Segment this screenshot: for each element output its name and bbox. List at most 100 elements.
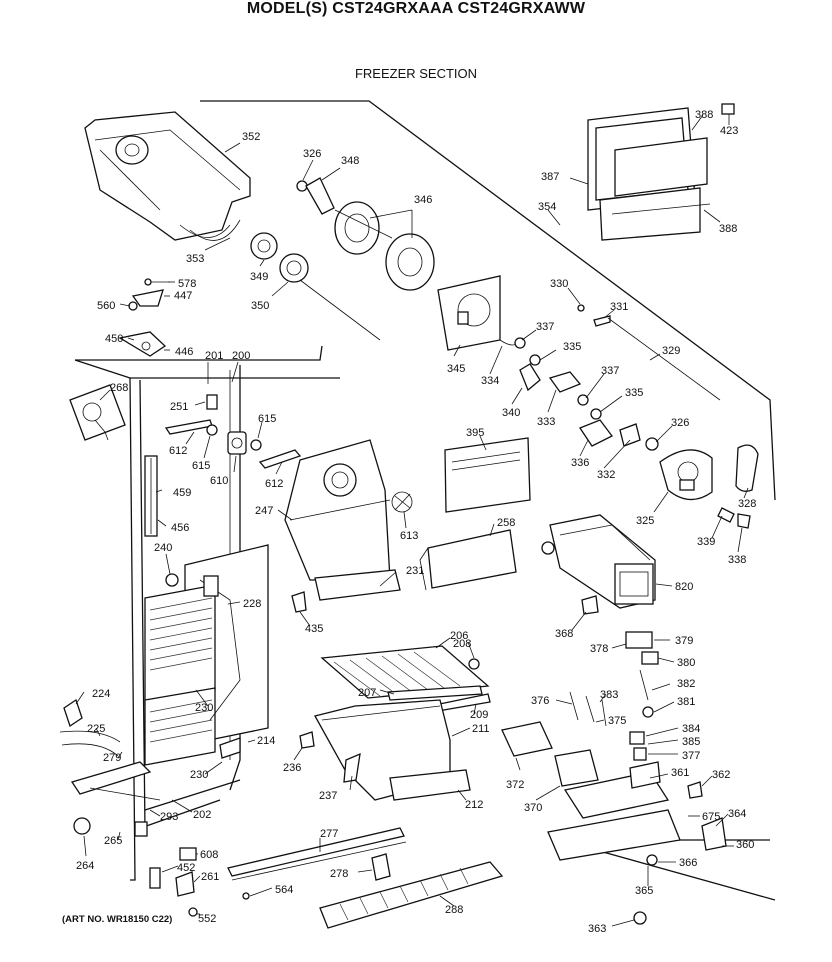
freezer-liner bbox=[74, 345, 340, 881]
door-assembly-387 bbox=[587, 103, 735, 241]
dispenser-mechanism bbox=[499, 304, 759, 529]
label-376: 376 bbox=[531, 695, 549, 707]
label-377: 377 bbox=[682, 750, 700, 762]
label-372: 372 bbox=[506, 779, 524, 791]
label-337a: 337 bbox=[536, 321, 554, 333]
label-288: 288 bbox=[445, 904, 463, 916]
label-450: 450 bbox=[105, 333, 123, 345]
label-820: 820 bbox=[675, 581, 693, 593]
freezer-basket-211 bbox=[299, 699, 471, 801]
lower-left-parts bbox=[59, 698, 198, 917]
label-349: 349 bbox=[250, 271, 268, 283]
label-209: 209 bbox=[470, 709, 488, 721]
label-230a: 230 bbox=[195, 702, 213, 714]
art-number: (ART NO. WR18150 C22) bbox=[62, 914, 173, 925]
label-339: 339 bbox=[697, 536, 715, 548]
label-446: 446 bbox=[175, 346, 193, 358]
label-578: 578 bbox=[178, 278, 196, 290]
label-334: 334 bbox=[481, 375, 499, 387]
label-384: 384 bbox=[682, 723, 700, 735]
label-236: 236 bbox=[283, 762, 301, 774]
light-assembly-268 bbox=[69, 384, 126, 441]
label-395: 395 bbox=[466, 427, 484, 439]
label-375: 375 bbox=[608, 715, 626, 727]
label-552: 552 bbox=[198, 913, 216, 925]
label-362: 362 bbox=[712, 769, 730, 781]
label-388b: 388 bbox=[719, 223, 737, 235]
label-225: 225 bbox=[87, 723, 105, 735]
fan-shroud-247 bbox=[284, 439, 413, 613]
label-612b: 612 bbox=[265, 478, 283, 490]
label-380: 380 bbox=[677, 657, 695, 669]
label-258: 258 bbox=[497, 517, 515, 529]
label-365: 365 bbox=[635, 885, 653, 897]
label-201: 201 bbox=[205, 350, 223, 362]
label-207: 207 bbox=[358, 687, 376, 699]
model-title: MODEL(S) CST24GRXAAA CST24GRXAWW bbox=[246, 0, 586, 17]
label-330: 330 bbox=[550, 278, 568, 290]
label-613: 613 bbox=[400, 530, 418, 542]
label-459: 459 bbox=[173, 487, 191, 499]
label-385: 385 bbox=[682, 736, 700, 748]
label-381: 381 bbox=[677, 696, 695, 708]
label-383: 383 bbox=[600, 689, 618, 701]
freezer-shelf-206 bbox=[320, 645, 491, 713]
label-564: 564 bbox=[275, 884, 293, 896]
label-335b: 335 bbox=[625, 387, 643, 399]
bracket-parts-447 bbox=[118, 278, 170, 357]
label-224: 224 bbox=[92, 688, 110, 700]
label-348: 348 bbox=[341, 155, 359, 167]
label-378: 378 bbox=[590, 643, 608, 655]
label-361: 361 bbox=[671, 767, 689, 779]
label-278: 278 bbox=[330, 868, 348, 880]
label-363: 363 bbox=[588, 923, 606, 935]
label-608: 608 bbox=[200, 849, 218, 861]
label-208: 208 bbox=[453, 638, 471, 650]
label-353: 353 bbox=[186, 253, 204, 265]
label-366: 366 bbox=[679, 857, 697, 869]
label-325: 325 bbox=[636, 515, 654, 527]
label-268: 268 bbox=[110, 382, 128, 394]
label-560: 560 bbox=[97, 300, 115, 312]
label-332: 332 bbox=[597, 469, 615, 481]
label-240: 240 bbox=[154, 542, 172, 554]
label-277: 277 bbox=[320, 828, 338, 840]
label-364: 364 bbox=[728, 808, 746, 820]
label-423: 423 bbox=[720, 125, 738, 137]
ice-bucket-352 bbox=[84, 111, 251, 241]
label-350: 350 bbox=[251, 300, 269, 312]
label-615a: 615 bbox=[258, 413, 276, 425]
label-230b: 230 bbox=[190, 769, 208, 781]
label-337b: 337 bbox=[601, 365, 619, 377]
label-237: 237 bbox=[319, 790, 337, 802]
dispenser-switches bbox=[569, 631, 659, 761]
label-231: 231 bbox=[406, 565, 424, 577]
label-264: 264 bbox=[76, 860, 94, 872]
label-354: 354 bbox=[538, 201, 556, 213]
label-675: 675 bbox=[702, 811, 720, 823]
label-261: 261 bbox=[201, 871, 219, 883]
label-247: 247 bbox=[255, 505, 273, 517]
label-360: 360 bbox=[736, 839, 754, 851]
label-251: 251 bbox=[170, 401, 188, 413]
leader-lines bbox=[75, 114, 749, 927]
label-200: 200 bbox=[232, 350, 250, 362]
label-228: 228 bbox=[243, 598, 261, 610]
label-352: 352 bbox=[242, 131, 260, 143]
label-328: 328 bbox=[738, 498, 756, 510]
label-387: 387 bbox=[541, 171, 559, 183]
ice-maker-820 bbox=[541, 514, 656, 615]
label-329: 329 bbox=[662, 345, 680, 357]
control-board-395 bbox=[419, 437, 531, 591]
label-211: 211 bbox=[472, 723, 490, 735]
label-212: 212 bbox=[465, 799, 483, 811]
part-number-labels: 352 326 348 346 353 349 350 578 447 560 … bbox=[76, 109, 756, 935]
label-279: 279 bbox=[103, 752, 121, 764]
label-346: 346 bbox=[414, 194, 432, 206]
label-615b: 615 bbox=[192, 460, 210, 472]
label-370: 370 bbox=[524, 802, 542, 814]
fan-parts-346 bbox=[250, 177, 501, 351]
label-331: 331 bbox=[610, 301, 628, 313]
